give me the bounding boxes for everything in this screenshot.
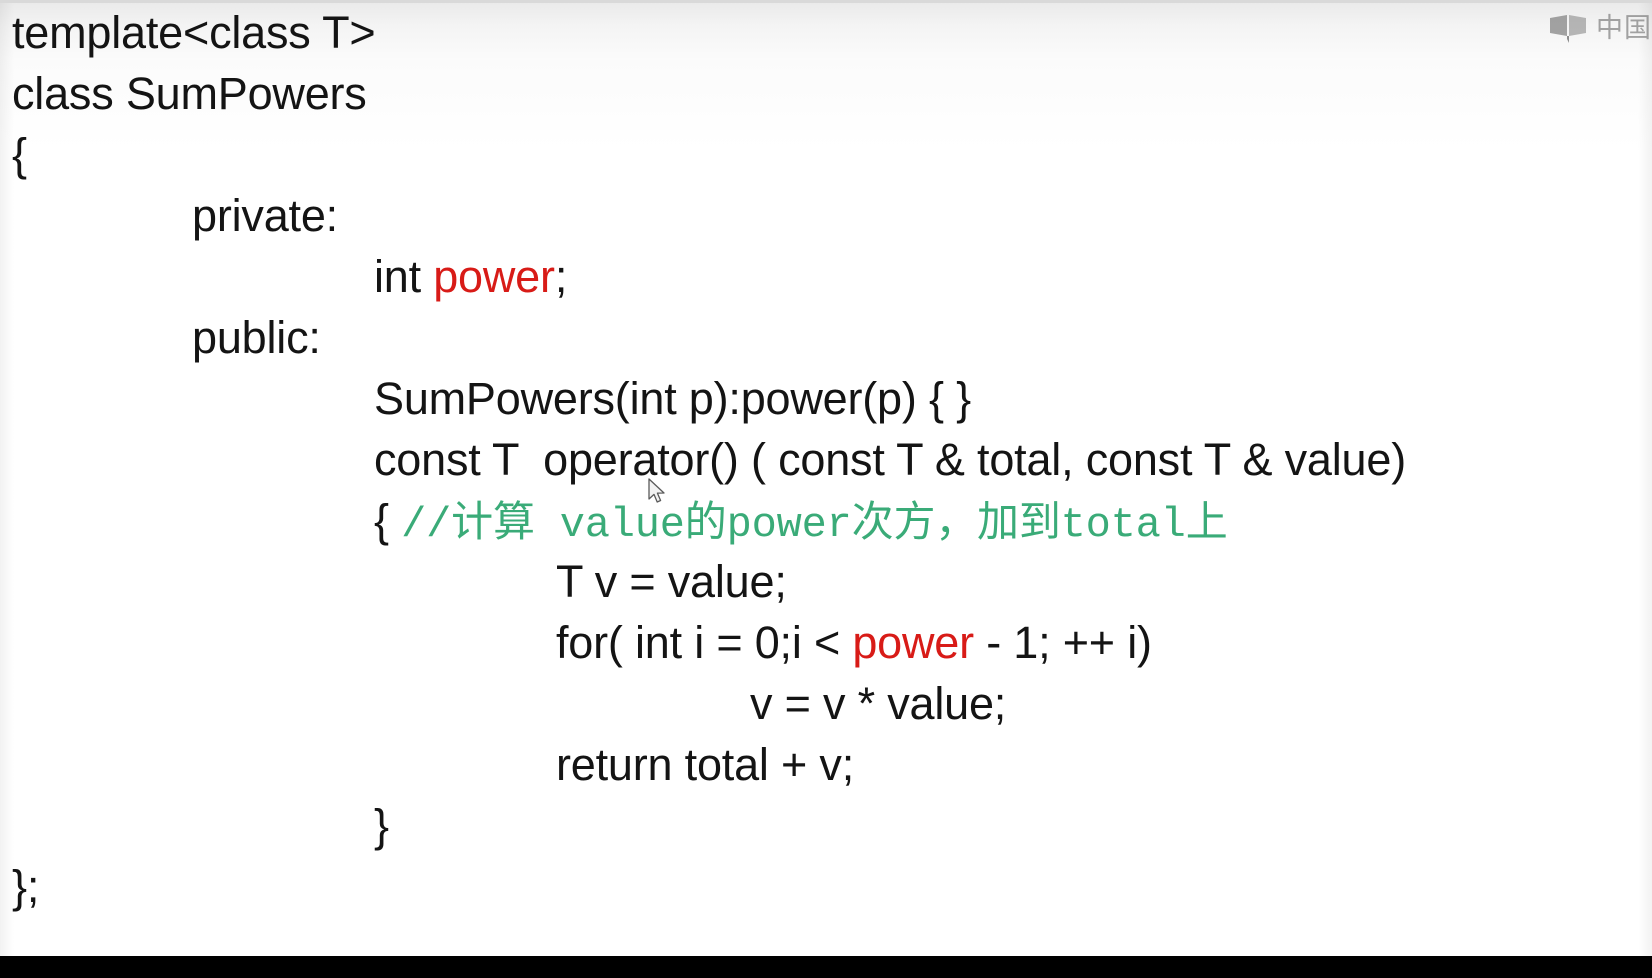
code-token-plain: { — [374, 495, 402, 546]
code-line: SumPowers(int p):power(p) { } — [0, 368, 1652, 429]
code-token-plain: T v = value; — [556, 556, 787, 607]
code-token-keyword: power — [433, 251, 555, 302]
code-token-plain: for( int i = 0;i < — [556, 617, 853, 668]
code-line: for( int i = 0;i < power - 1; ++ i) — [0, 612, 1652, 673]
code-line: int power; — [0, 246, 1652, 307]
code-token-plain: const T operator() ( const T & total, co… — [374, 434, 1406, 485]
code-token-plain: } — [374, 800, 389, 851]
code-token-plain: ; — [554, 251, 568, 302]
code-line: }; — [0, 856, 1652, 917]
code-line: { //计算 value的power次方，加到total上 — [0, 490, 1652, 551]
bottom-letterbox-bar — [0, 956, 1652, 978]
code-line: } — [0, 795, 1652, 856]
watermark: 中国 — [1548, 14, 1652, 44]
code-token-plain: template<class T> — [12, 7, 376, 58]
code-line: class SumPowers — [0, 63, 1652, 124]
code-token-plain: SumPowers(int p):power(p) { } — [374, 373, 971, 424]
code-token-plain: v = v * value; — [750, 678, 1007, 729]
mouse-pointer-icon — [648, 478, 668, 506]
code-line: const T operator() ( const T & total, co… — [0, 429, 1652, 490]
frame-top-edge — [0, 0, 1652, 3]
code-token-plain: class SumPowers — [12, 68, 367, 119]
code-token-keyword: power — [852, 617, 974, 668]
code-token-plain: { — [12, 129, 27, 180]
code-line: v = v * value; — [0, 673, 1652, 734]
code-line: public: — [0, 307, 1652, 368]
code-token-plain: private: — [192, 190, 338, 241]
code-line: private: — [0, 185, 1652, 246]
code-token-plain: }; — [12, 861, 40, 912]
code-token-plain: int — [374, 251, 434, 302]
code-token-plain: public: — [192, 312, 321, 363]
code-token-plain: return total + v; — [556, 739, 854, 790]
code-block: template<class T> class SumPowers { private… — [0, 2, 1652, 917]
open-book-icon — [1548, 14, 1590, 44]
code-line: T v = value; — [0, 551, 1652, 612]
code-line: template<class T> — [0, 2, 1652, 63]
watermark-text: 中国 — [1596, 13, 1652, 44]
code-token-comment: //计算 value的power次方，加到total上 — [401, 497, 1228, 549]
code-line: { — [0, 124, 1652, 185]
code-token-plain: - 1; ++ i) — [973, 617, 1152, 668]
code-line: return total + v; — [0, 734, 1652, 795]
